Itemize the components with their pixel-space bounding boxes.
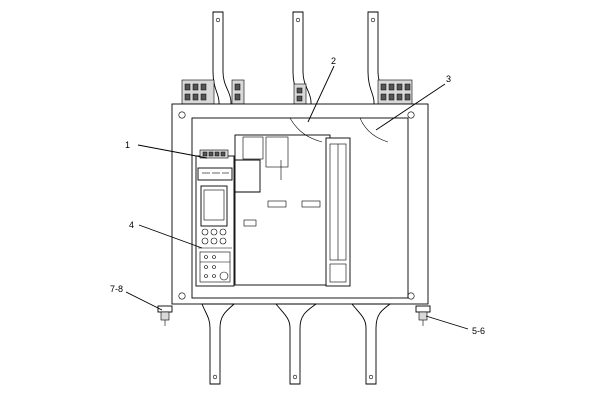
callout-1: 1 — [125, 140, 130, 150]
leader-line-4 — [138, 224, 203, 249]
bottom-bus-bar-center — [275, 303, 318, 385]
breaker-body — [234, 117, 389, 286]
leader-line-2 — [307, 65, 335, 123]
mounting-foot-right — [415, 305, 431, 326]
leader-line-5-6 — [425, 315, 469, 330]
trip-unit — [195, 149, 235, 287]
leader-line-7-8 — [125, 291, 163, 311]
leader-line-1 — [137, 144, 208, 159]
callout-3: 3 — [446, 74, 451, 84]
callout-5-6: 5-6 — [472, 326, 485, 336]
top-bus-bar-left — [212, 11, 232, 113]
leader-line-3 — [375, 83, 446, 131]
callout-2: 2 — [331, 56, 336, 66]
terminal-block-small-left — [231, 79, 245, 105]
terminal-block-right — [377, 79, 413, 105]
arc-chute-panel — [325, 137, 351, 287]
bottom-bus-bar-left — [201, 303, 236, 385]
bottom-bus-bar-right — [351, 303, 392, 385]
callout-7-8: 7-8 — [110, 284, 123, 294]
mounting-foot-left — [157, 305, 173, 326]
terminal-block-left — [181, 79, 215, 105]
callout-4: 4 — [129, 220, 134, 230]
terminal-block-center — [293, 83, 307, 105]
trip-unit-display — [200, 185, 228, 227]
